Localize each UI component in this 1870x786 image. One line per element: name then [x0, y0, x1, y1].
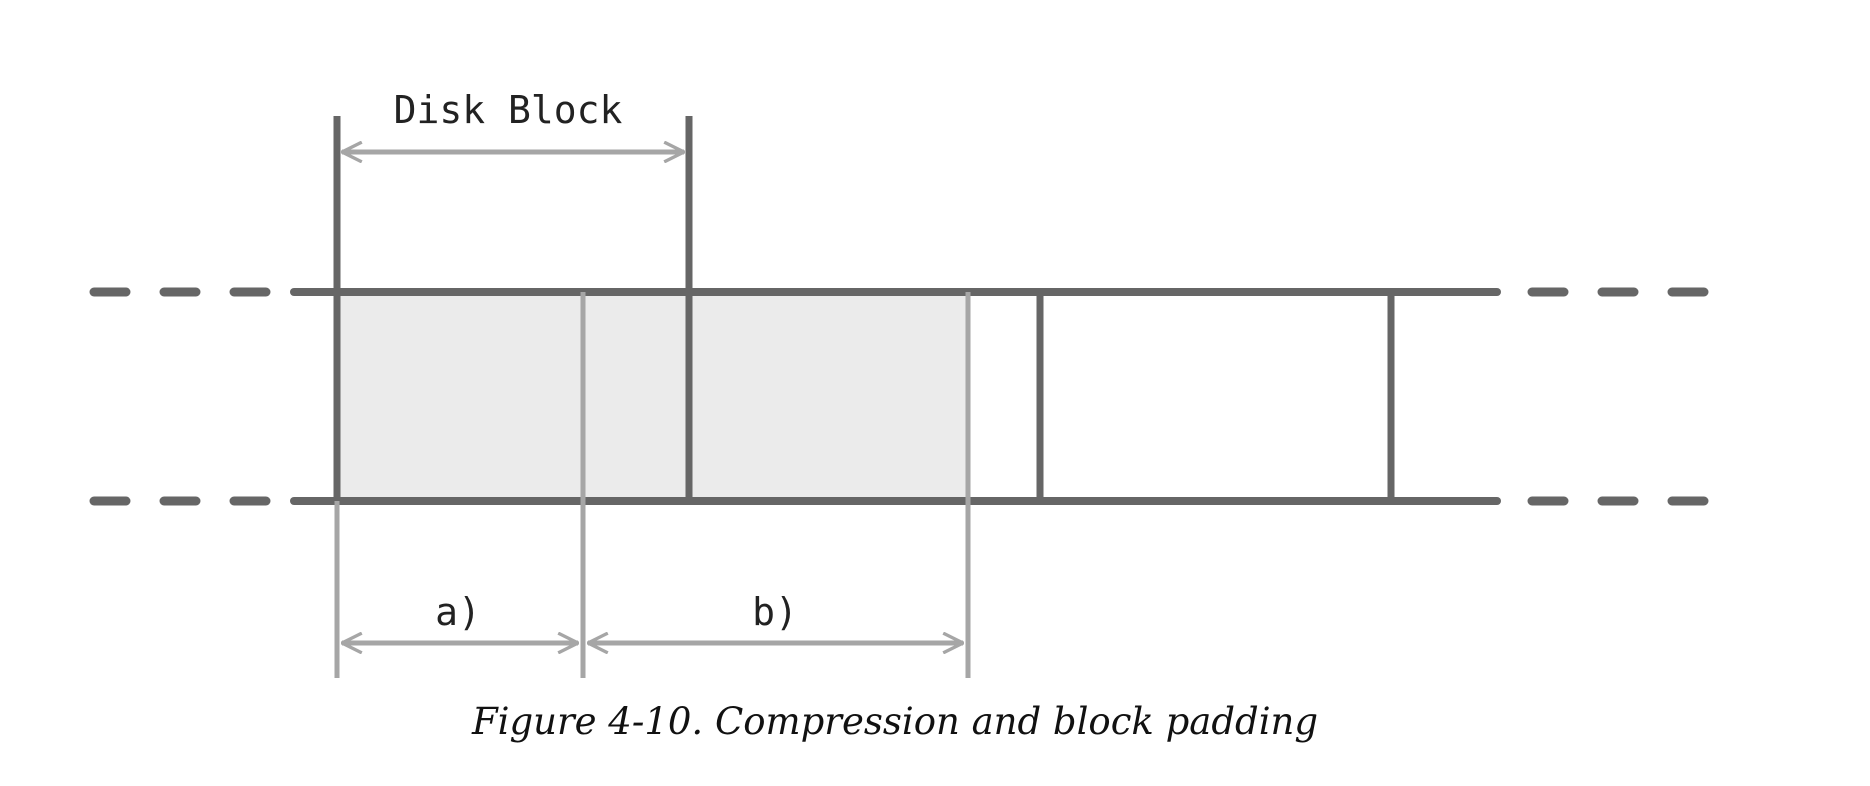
compressed-data-a-fill	[340, 292, 586, 501]
dimension-arrows	[342, 152, 963, 643]
figure-caption: Figure 4-10. Compression and block paddi…	[471, 700, 1319, 743]
block-boundaries	[333, 116, 1395, 501]
track-lines	[290, 288, 1501, 505]
track-dashes	[89, 287, 1710, 506]
compressed-data-b-fill	[586, 292, 970, 501]
segment-boundaries	[334, 292, 971, 678]
segment-a-label: a)	[435, 590, 481, 634]
disk-block-label: Disk Block	[394, 88, 623, 132]
segment-b-label: b)	[752, 590, 798, 634]
